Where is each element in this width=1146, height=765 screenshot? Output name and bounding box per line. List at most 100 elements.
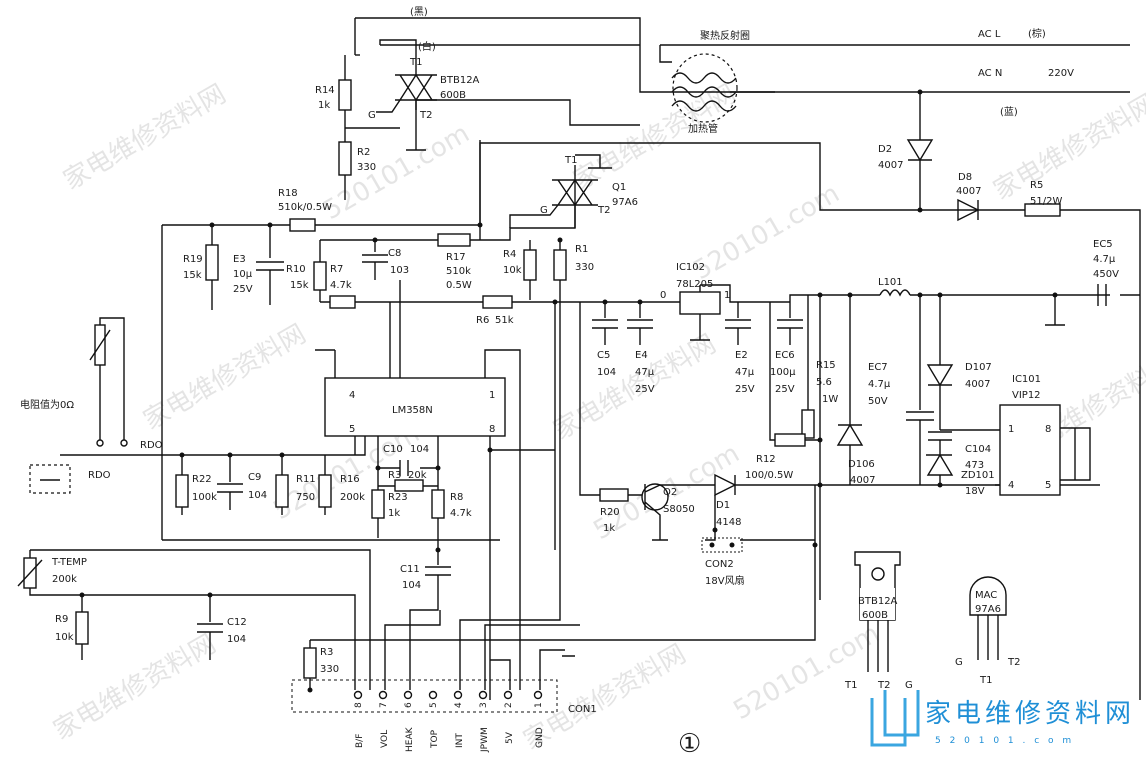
vip-pin-4: 4 xyxy=(1008,480,1014,491)
con1-pin-label: HEAK xyxy=(405,726,415,752)
t1-label: T1 xyxy=(409,57,422,68)
opamp-feedback: C10 104 R3 20k R23 1k R8 4.7k C11 104 xyxy=(371,436,472,690)
btb-pin-t1: T1 xyxy=(844,680,857,691)
ic102-label: IC102 xyxy=(676,262,705,273)
con1-connector: R3 330 CON1 8 7 6 5 4 3 2 1 B/F VOL HEAK… xyxy=(291,302,597,753)
ec5-value: 4.7μ xyxy=(1093,254,1116,265)
btb12a-package: BTB12A 600B T1 T2 G xyxy=(844,551,913,691)
r15-label: R15 xyxy=(816,360,836,371)
r22-value: 100k xyxy=(192,492,217,503)
r19-value: 15k xyxy=(183,270,202,281)
con1-pin-label: B/F xyxy=(355,734,365,748)
watermark-url: 520101.com xyxy=(689,179,845,287)
regulator-section: C5 104 E4 47μ 25V IC102 78L205 0 1 E2 47… xyxy=(592,262,803,395)
blue-wire-label: (蓝) xyxy=(1000,106,1018,118)
lm358-label: LM358N xyxy=(392,405,433,416)
c11-value: 104 xyxy=(402,580,421,591)
r10-label: R10 xyxy=(286,264,306,275)
con1-pin-number: 5 xyxy=(429,702,439,708)
ec6-value: 100μ xyxy=(770,367,796,378)
con1-pin-number: 2 xyxy=(504,702,514,708)
e3-label: E3 xyxy=(233,254,246,265)
con1-pin-number: 8 xyxy=(354,702,364,708)
con1-pin-number: 4 xyxy=(454,702,464,708)
lm358-pin-5: 5 xyxy=(349,424,355,435)
ic101-vip12: IC101 VIP12 1 8 4 5 xyxy=(995,374,1091,496)
watermark-url: 520101.com xyxy=(729,619,885,727)
r19-label: R19 xyxy=(183,254,203,265)
q1-part: 97A6 xyxy=(612,197,638,208)
wire-black-label: (黑) xyxy=(410,6,428,18)
l101-label: L101 xyxy=(878,277,903,288)
r15-value: 5.6 xyxy=(816,377,832,388)
con1-pin-label: INT xyxy=(455,733,465,748)
e3-voltage: 25V xyxy=(233,284,253,295)
r7-label: R7 xyxy=(330,264,343,275)
rdo-note: 电阻值为0Ω xyxy=(20,398,74,411)
mac-pin-g: G xyxy=(955,657,963,668)
c8-value: 103 xyxy=(390,265,409,276)
r23-label: R23 xyxy=(388,492,408,503)
watermark-text: 家电维修资料网 xyxy=(139,319,312,436)
lm358-pin-1: 1 xyxy=(489,390,495,401)
d2-label: D2 xyxy=(878,144,892,155)
ec5-label: EC5 xyxy=(1093,239,1113,250)
r20-value: 1k xyxy=(603,523,615,534)
t1-part: BTB12A xyxy=(440,75,480,86)
ec6-voltage: 25V xyxy=(775,384,795,395)
gate-resistors: R4 10k R1 330 R6 51k xyxy=(476,244,594,326)
r3b-value: 20k xyxy=(408,470,427,481)
q2-value: S8050 xyxy=(663,504,695,515)
d8-label: D8 xyxy=(958,172,972,183)
con1-pin-label: GND xyxy=(535,727,545,748)
c10-label: C10 xyxy=(383,444,403,455)
btb-package-l1: BTB12A xyxy=(858,596,898,607)
r10-value: 15k xyxy=(290,280,309,291)
q1-gate: G xyxy=(540,205,548,216)
c12-value: 104 xyxy=(227,634,246,645)
r4-label: R4 xyxy=(503,249,516,260)
r22-label: R22 xyxy=(192,474,212,485)
ec7-value: 4.7μ xyxy=(868,379,891,390)
e3-value: 10μ xyxy=(233,269,253,280)
ic102-pin-out: 1 xyxy=(724,290,730,301)
e2-label: E2 xyxy=(735,350,748,361)
vip-pin-5: 5 xyxy=(1045,480,1051,491)
supply-section: R15 5.6 1W R12 100/0.5W D106 4007 xyxy=(745,295,875,486)
r7-value: 4.7k xyxy=(330,280,352,291)
r17-value: 510k xyxy=(446,266,471,277)
r2-value: 330 xyxy=(357,162,376,173)
r2-label: R2 xyxy=(357,147,370,158)
r1-label: R1 xyxy=(575,244,588,255)
t1-rating: 600B xyxy=(440,90,466,101)
q1-t2: T2 xyxy=(597,205,610,216)
mac-package-l2: 97A6 xyxy=(975,604,1001,615)
fan-label: 18V风扇 xyxy=(705,574,745,587)
ec7-voltage: 50V xyxy=(868,396,888,407)
ic101-part: VIP12 xyxy=(1012,390,1041,401)
c5-value: 104 xyxy=(597,367,616,378)
figure-number: ① xyxy=(678,729,701,759)
mac97a6-package: MAC 97A6 G T2 T1 xyxy=(955,576,1020,686)
c8-label: C8 xyxy=(388,248,401,259)
r3-label: R3 xyxy=(320,647,333,658)
c104-label: C104 xyxy=(965,444,991,455)
btb-package-l2: 600B xyxy=(862,610,888,621)
r8-label: R8 xyxy=(450,492,463,503)
watermark-text: 家电维修资料网 xyxy=(49,629,222,746)
t1-t2: T2 xyxy=(419,110,432,121)
r12-value: 100/0.5W xyxy=(745,470,793,481)
r1-value: 330 xyxy=(575,262,594,273)
r3b-label: R3 xyxy=(388,470,401,481)
q1-t1-label: T1 xyxy=(564,155,577,166)
r3-value: 330 xyxy=(320,664,339,675)
d1-value: 4148 xyxy=(716,517,741,528)
ac-n-label: AC N xyxy=(978,68,1002,79)
con1-pin-number: 7 xyxy=(379,702,389,708)
con1-pin-label: VOL xyxy=(380,730,390,748)
c104-value: 473 xyxy=(965,460,984,471)
connector-pins: 8 7 6 5 4 3 2 1 B/F VOL HEAK TOP INT JPW… xyxy=(353,690,545,753)
fan-driver: R20 1k Q2 S8050 D1 4148 CON2 18V风扇 xyxy=(310,470,820,641)
con1-pin-label: JPWM xyxy=(480,727,490,753)
